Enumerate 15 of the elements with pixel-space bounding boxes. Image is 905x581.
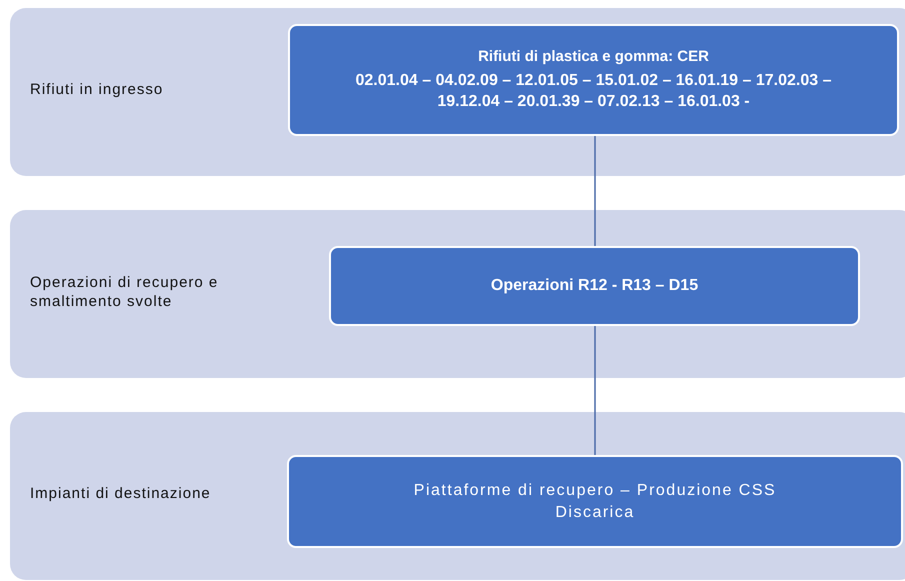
band-background [10, 412, 905, 580]
row-label: Rifiuti in ingresso [30, 80, 164, 100]
box-heading: Piattaforme di recupero – Produzione CSS Discarica [412, 480, 778, 522]
band-background [10, 8, 905, 176]
box-heading: Operazioni R12 - R13 – D15 [490, 276, 698, 296]
process-box [287, 455, 903, 548]
row-label: Impianti di destinazione [30, 484, 211, 504]
box-heading: Rifiuti di plastica e gomma: CER [478, 47, 709, 68]
process-box [329, 246, 860, 326]
connector-line [594, 136, 596, 246]
process-box [288, 24, 899, 136]
band-background [10, 210, 905, 378]
connector-line [594, 326, 596, 455]
row-label: Operazioni di recupero e smaltimento svolte [30, 272, 220, 312]
code-list: 02.01.04 – 04.02.09 – 12.01.05 – 15.01.02 – 16.01.19 – 17.02.03 – 19.12.04 – 20.01.39 – 07.02.13 – 16.01.03 - [344, 70, 844, 113]
